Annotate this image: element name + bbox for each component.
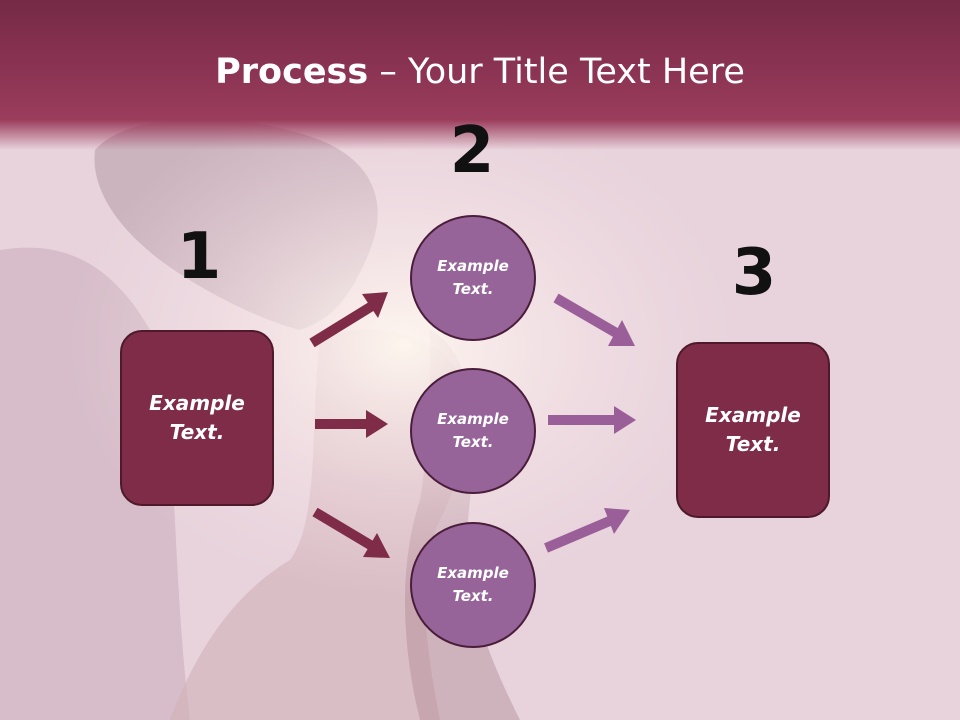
step-number-3: 3: [731, 236, 777, 310]
circle-bottom: Example Text.: [410, 522, 536, 648]
slide-title: Process – Your Title Text Here: [0, 52, 960, 92]
arrow-up-right-head: [362, 292, 388, 318]
step-number-1: 1: [176, 220, 222, 294]
step-number-2: 2: [449, 114, 495, 188]
circle-bottom-line1: Example: [437, 564, 509, 582]
arrow-down-right-shaft: [312, 507, 375, 551]
step-box-3-line2: Text.: [725, 432, 781, 456]
title-rest: – Your Title Text Here: [368, 52, 745, 92]
step-box-1-line2: Text.: [169, 420, 225, 444]
arrow-up-right-shaft: [309, 301, 375, 348]
circle-middle: Example Text.: [410, 368, 536, 494]
arrows-right: [544, 293, 636, 553]
step-box-1: Example Text.: [120, 330, 274, 506]
arrow-right-head: [366, 410, 388, 438]
circle-middle-line1: Example: [437, 410, 509, 428]
circle-bottom-line2: Text.: [452, 587, 494, 605]
arrow-down-right-2-shaft: [553, 293, 621, 339]
arrows-left: [309, 292, 390, 558]
step-box-1-line1: Example: [149, 391, 245, 415]
arrow-right-2-head: [614, 406, 636, 434]
title-bold: Process: [215, 52, 369, 92]
circle-top-line2: Text.: [452, 280, 494, 298]
arrow-up-right-2-shaft: [544, 515, 614, 553]
step-box-3: Example Text.: [676, 342, 830, 518]
circle-middle-line2: Text.: [452, 433, 494, 451]
arrow-down-right-head: [363, 533, 390, 558]
arrow-up-right-2-head: [604, 508, 630, 534]
circle-top-line1: Example: [437, 257, 509, 275]
arrow-down-right-2-head: [608, 320, 635, 346]
title-band: [0, 0, 960, 150]
circle-top: Example Text.: [410, 215, 536, 341]
step-box-3-line1: Example: [705, 403, 801, 427]
